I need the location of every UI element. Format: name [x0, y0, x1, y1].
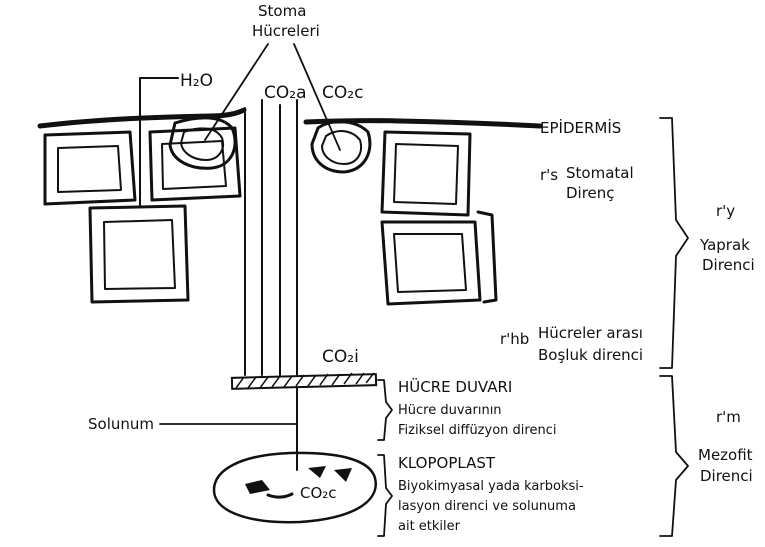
h2o-label: H₂O — [180, 71, 213, 91]
stoma-title-line1: Stoma — [258, 2, 306, 20]
stomatal-label-1: Stomatal — [566, 164, 634, 182]
hucreler-arasi-2: Boşluk direnci — [538, 346, 643, 364]
cell-wall-bar — [232, 373, 376, 389]
right-mesophyll-cells — [382, 132, 496, 304]
yaprak-label-1: Yaprak — [699, 236, 750, 254]
diffusion-paths — [140, 78, 297, 470]
epidermis-label: EPİDERMİS — [540, 118, 621, 137]
right-stoma-cell — [312, 122, 370, 172]
co2a-label: CO₂a — [264, 83, 306, 103]
mezofit-label-2: Direnci — [700, 467, 753, 485]
brace-mezofit — [660, 376, 688, 536]
yaprak-label-2: Direnci — [702, 256, 755, 274]
brace-hucre-duvari — [378, 380, 392, 440]
co2c-top-label: CO₂c — [322, 83, 363, 103]
co2c-bottom-label: CO₂c — [300, 484, 337, 502]
kloroplast-line4: ait etkiler — [398, 519, 461, 534]
solunum-label: Solunum — [88, 415, 154, 433]
hucre-duvari-line3: Fiziksel diffüzyon direnci — [398, 423, 556, 438]
rs-symbol: r's — [540, 166, 558, 184]
stomatal-label-2: Direnç — [566, 184, 615, 202]
brace-stomatal — [660, 118, 688, 368]
kloroplast-title: KLOPOPLAST — [398, 454, 496, 472]
mezofit-label-1: Mezofit — [698, 446, 753, 464]
stoma-title-line2: Hücreleri — [252, 22, 320, 40]
chloroplast-shape — [214, 453, 376, 522]
kloroplast-line2: Biyokimyasal yada karboksi- — [398, 479, 584, 494]
brace-kloroplast — [378, 455, 392, 536]
stoma-leader-left — [205, 44, 268, 140]
co2i-label: CO₂i — [322, 347, 359, 367]
kloroplast-line3: lasyon direnci ve solunuma — [398, 499, 576, 514]
hucre-duvari-line2: Hücre duvarının — [398, 403, 502, 418]
rm-symbol: r'm — [716, 408, 741, 426]
hucreler-arasi-1: Hücreler arası — [538, 324, 643, 342]
ry-symbol: r'y — [716, 202, 735, 220]
left-mesophyll-cells — [45, 128, 240, 302]
hucre-duvari-title: HÜCRE DUVARI — [398, 377, 512, 396]
rhb-symbol: r'hb — [500, 330, 529, 348]
